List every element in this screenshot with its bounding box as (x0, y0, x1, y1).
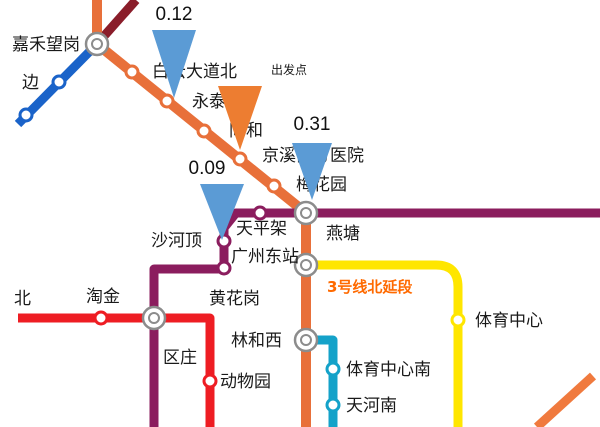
orange-line-extra (533, 372, 597, 427)
station-jingxi (232, 151, 248, 167)
marker-value-3: 0.09 (189, 158, 226, 179)
interchange-linhexi (293, 327, 319, 353)
label-tiyuzhongxin: 体育中心 (475, 311, 543, 331)
marker-value-2: 0.31 (294, 114, 331, 135)
label-shaheding: 沙河顶 (151, 231, 202, 251)
station-tianpingjia (252, 205, 268, 221)
label-line3-extension: 3号线北延段 (327, 278, 412, 296)
station-taojin (93, 310, 109, 326)
station-tiyuzhongxin (450, 312, 466, 328)
label-yongtai: 永泰 (192, 92, 226, 112)
station-jiaobian (51, 74, 67, 90)
station-blue-left (18, 107, 34, 123)
station-meihuayuan-pre (266, 178, 282, 194)
label-taojin: 淘金 (86, 287, 120, 307)
yellow-line (306, 260, 463, 427)
label-jiaobian: 边 (22, 73, 39, 93)
label-left-fragment: 北 (14, 289, 31, 309)
marker-value-1: 0.12 (156, 4, 193, 25)
label-tiyuzhongxinnan: 体育中心南 (346, 360, 431, 380)
label-start-point: 出发点 (271, 62, 307, 77)
marker-triangle-blue-2 (292, 143, 332, 200)
station-tianhenan (325, 397, 341, 413)
station-baiyundadaobei (124, 64, 140, 80)
label-meihuayuan: 梅花园 (296, 175, 347, 195)
marker-triangle-orange (218, 86, 262, 150)
label-linhexi: 林和西 (231, 331, 282, 351)
station-yongtai (159, 93, 175, 109)
interchange-meihuayuan (293, 200, 319, 226)
interchange-qiuzhuang (141, 305, 167, 331)
label-tianhenan: 天河南 (346, 396, 397, 416)
label-qiuzhuang: 区庄 (163, 348, 197, 368)
interchange-guangzhoudongzhan (293, 252, 319, 278)
label-guangzhoudongzhan: 广州东站 (231, 247, 299, 267)
label-yantang: 燕塘 (326, 224, 360, 244)
marker-triangle-blue-1 (152, 30, 196, 98)
label-huanghuagang: 黄花岗 (209, 289, 260, 309)
station-purple-mid (216, 260, 232, 276)
label-dongwuyuan: 动物园 (220, 372, 271, 392)
label-jiahewanggang: 嘉禾望岗 (12, 35, 80, 55)
station-tiyuzhongxinnan (325, 361, 341, 377)
station-dongwuyuan (202, 373, 218, 389)
marker-triangle-blue-3 (200, 184, 244, 240)
label-tianpingjia: 天平架 (236, 219, 287, 239)
red-line (18, 313, 215, 427)
interchange-jiahewanggang (84, 31, 110, 57)
station-tonghe (196, 123, 212, 139)
station-shaheding (216, 233, 232, 249)
